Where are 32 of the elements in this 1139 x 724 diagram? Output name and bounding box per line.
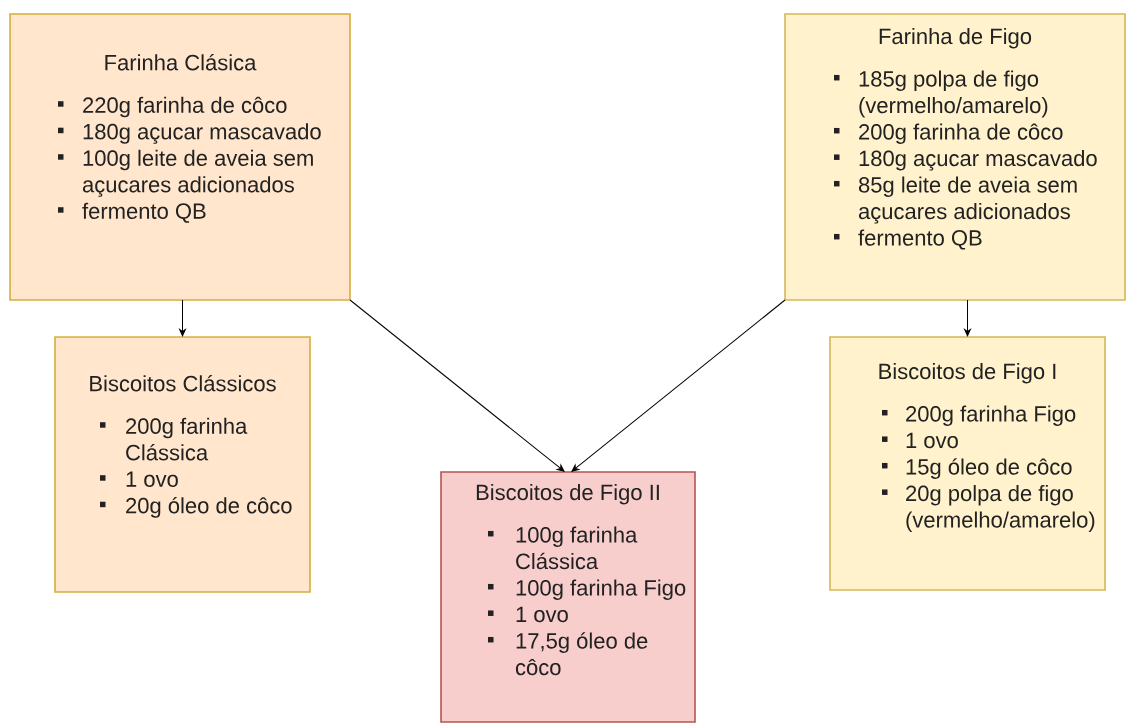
arrow — [179, 299, 186, 337]
list-item: 17,5g óleo de côco — [515, 632, 648, 676]
arrow — [571, 299, 786, 472]
box-heading: Biscoitos de Figo I — [879, 363, 1056, 384]
list-item: 100g farinha Clássica — [516, 526, 638, 570]
list-item: 220g farinha de côco — [83, 96, 287, 118]
recipe-box — [9, 13, 351, 301]
box-heading: Biscoitos Clássicos — [90, 375, 276, 392]
list-item: 100g farinha Figo — [516, 579, 686, 600]
recipe-box — [784, 13, 1126, 301]
list-item: 185g polpa de figo (vermelho/amarelo) — [859, 70, 1048, 118]
list-item: 20g polpa de figo (vermelho/amarelo) — [906, 485, 1095, 532]
list-item: 200g farinha de côco — [859, 123, 1063, 144]
arrow — [349, 299, 565, 472]
list-item: 1 ovo — [126, 471, 178, 487]
list-item: 180g açucar mascavado — [859, 150, 1097, 171]
list-item: 20g óleo de côco — [126, 497, 292, 518]
box-heading: Biscoitos de Figo II — [476, 484, 659, 505]
list-item: 200g farinha Figo — [906, 405, 1076, 426]
arrow — [964, 299, 971, 337]
list-item: fermento QB — [858, 229, 982, 250]
recipe-box — [54, 336, 311, 593]
list-item: 180g açucar mascavado — [83, 123, 321, 144]
box-heading: Farinha Clásica — [105, 54, 257, 71]
list-item: 15g óleo de côco — [906, 458, 1072, 479]
list-item: 200g farinha Clássica — [126, 417, 248, 461]
recipe-box — [440, 471, 696, 723]
list-item: 1 ovo — [516, 606, 568, 623]
box-heading: Farinha de Figo — [879, 28, 1032, 49]
list-item: 1 ovo — [906, 432, 958, 449]
recipe-box — [829, 336, 1106, 591]
list-item: fermento QB — [82, 202, 206, 223]
